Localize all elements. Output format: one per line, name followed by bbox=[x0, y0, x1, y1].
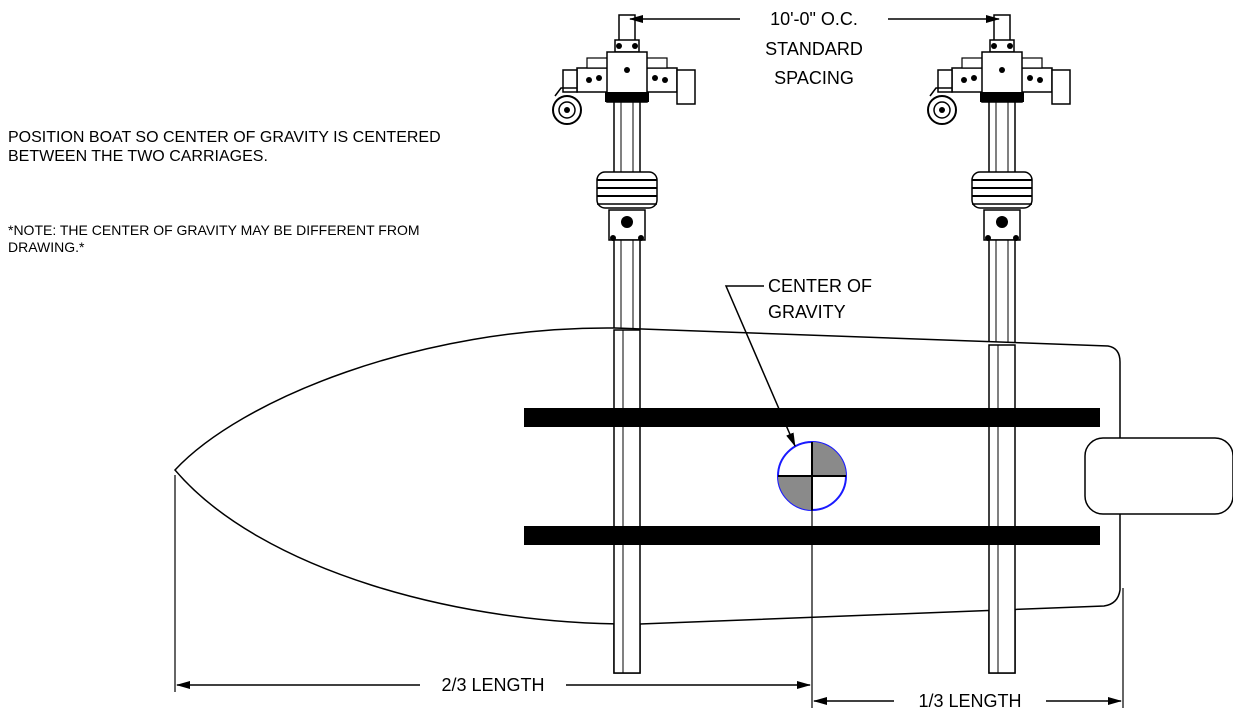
bunk-bar-upper bbox=[524, 408, 1100, 427]
cog-leader bbox=[724, 285, 796, 447]
cog-symbol bbox=[777, 441, 847, 511]
cog-label-line2: GRAVITY bbox=[768, 302, 846, 322]
cog-note: *NOTE: THE CENTER OF GRAVITY MAY BE DIFF… bbox=[8, 222, 420, 255]
front-dim-label: 2/3 LENGTH bbox=[441, 675, 544, 695]
rear-dim-label: 1/3 LENGTH bbox=[918, 691, 1021, 711]
instruction-text: POSITION BOAT SO CENTER OF GRAVITY IS CE… bbox=[8, 129, 441, 165]
outboard-motor bbox=[1084, 437, 1233, 515]
spacing-label-line3: SPACING bbox=[774, 68, 854, 88]
spacing-label-line2: STANDARD bbox=[765, 39, 863, 59]
boat-hull bbox=[173, 327, 1121, 625]
spacing-label-line1: 10'-0" O.C. bbox=[770, 9, 858, 29]
cog-label-line1: CENTER OF bbox=[768, 276, 872, 296]
